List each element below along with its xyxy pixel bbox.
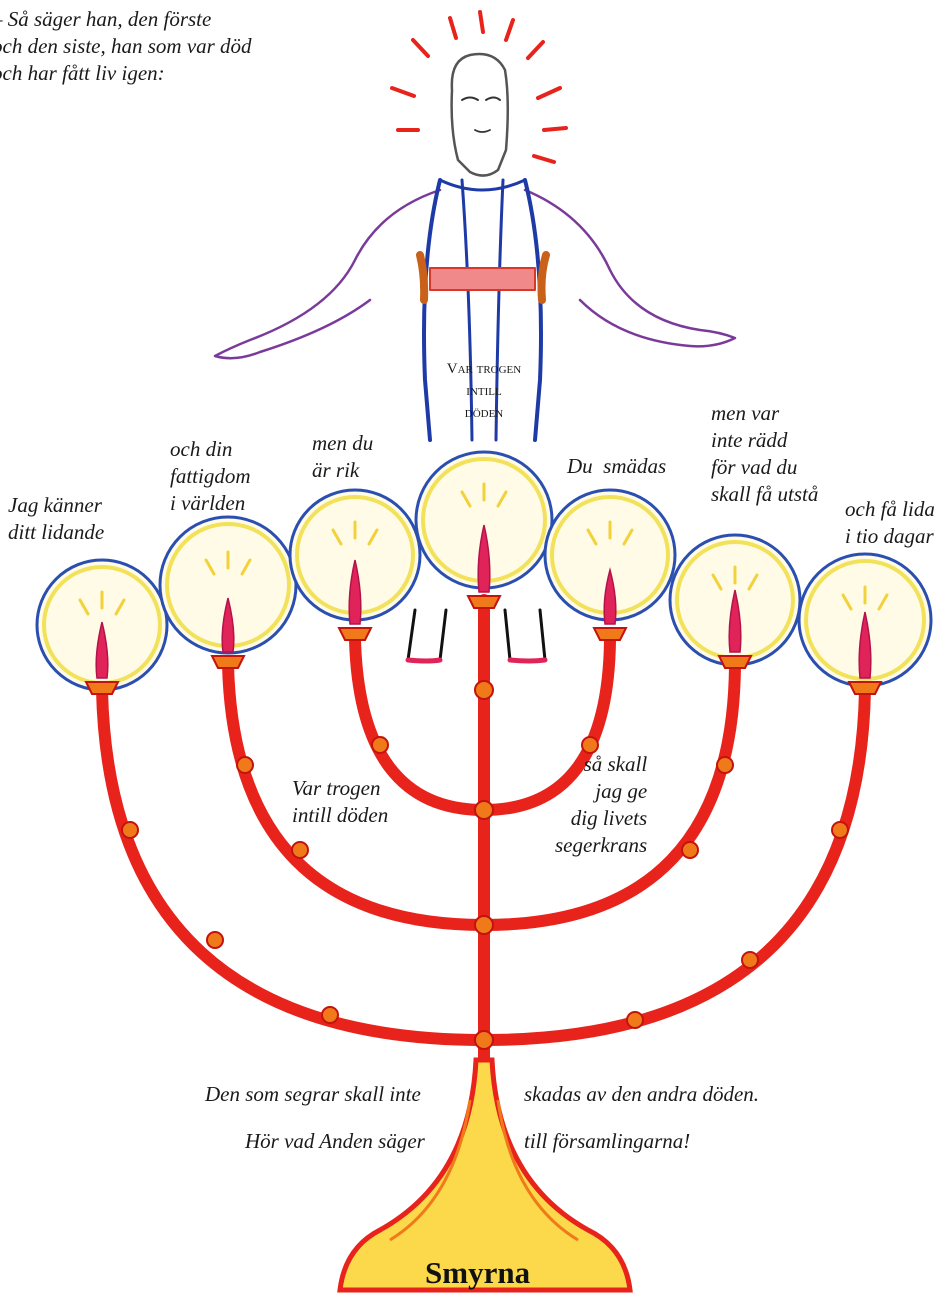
- lamp-text-5: men var inte rädd för vad du skall få ut…: [711, 400, 818, 508]
- top-quote: – Så säger han, den förste och den siste…: [0, 6, 252, 87]
- branch-right-text: så skall jag ge dig livets segerkrans: [555, 751, 647, 859]
- branch-left-text: Var trogen intill döden: [292, 775, 388, 829]
- bottom-right-line-1: skadas av den andra döden.: [524, 1081, 759, 1108]
- bottom-left-line-1: Den som segrar skall inte: [205, 1081, 421, 1108]
- lamp-text-3: men du är rik: [312, 430, 373, 484]
- lamp-text-4: Du smädas: [567, 453, 666, 480]
- figure-label: Var trogen intill döden: [424, 358, 544, 424]
- lamp-text-6: och få lida i tio dagar: [845, 496, 935, 550]
- base-title: Smyrna: [425, 1255, 530, 1291]
- lamp-text-1: Jag känner ditt lidande: [8, 492, 104, 546]
- bottom-right-line-2: till församlingarna!: [524, 1128, 690, 1155]
- bottom-left-line-2: Hör vad Anden säger: [245, 1128, 425, 1155]
- lamp-text-2: och din fattigdom i världen: [170, 436, 251, 517]
- lampstand: [102, 600, 865, 1060]
